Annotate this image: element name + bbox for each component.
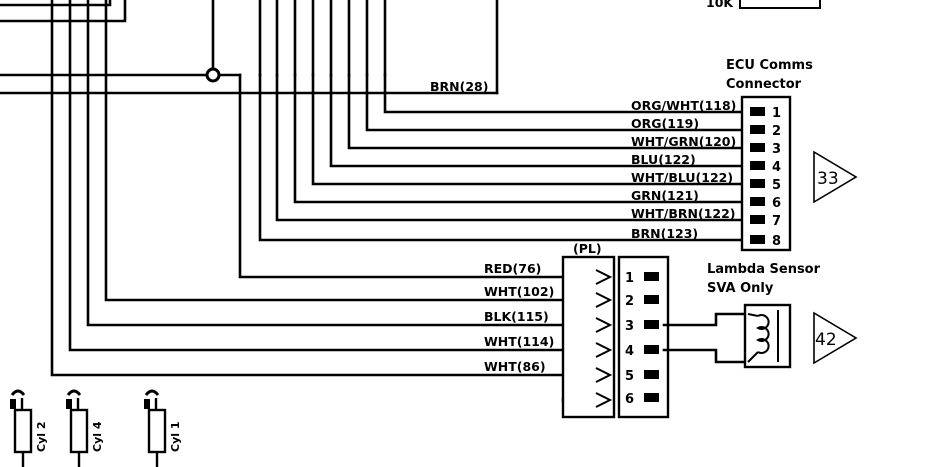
pl-wire-label: WHT(86)	[484, 359, 546, 374]
injector-icon: Cyl 1	[144, 389, 182, 467]
pl-pin-number: 2	[625, 294, 634, 309]
ecu-wire-label: ORG(119)	[631, 116, 699, 131]
pl-wire-label: RED(76)	[484, 261, 541, 276]
pl-arrow-icon	[595, 269, 613, 285]
pl-arrow-icon	[595, 342, 613, 358]
pl-wire-labels: RED(76) WHT(102) BLK(115) WHT(114) WHT(86)	[484, 261, 554, 374]
ecu-pin-terminal	[750, 125, 765, 134]
pl-arrow-icon	[595, 367, 613, 383]
pl-connector-female-half	[617, 255, 670, 419]
ecu-wire-label: WHT/BRN(122)	[631, 206, 735, 221]
splice-junction	[205, 67, 221, 83]
cylinder-label: Cyl 1	[169, 422, 182, 453]
ecu-connector-title-2: Connector	[726, 77, 802, 92]
pl-pin-number: 4	[625, 344, 634, 359]
pl-pin-number: 3	[625, 319, 634, 334]
ecu-wire-routing	[258, 73, 747, 242]
injector-icon: Cyl 2	[10, 389, 48, 467]
ecu-connector-pins: 1 2 3 4 5 6 7 8	[750, 106, 781, 249]
pl-pin-terminal	[644, 345, 659, 354]
ecu-pin-number: 7	[772, 214, 781, 229]
pl-pin-terminal	[644, 320, 659, 329]
ecu-wire-label: WHT/BLU(122)	[631, 170, 733, 185]
pl-wire-label: WHT(114)	[484, 334, 554, 349]
ecu-pin-number: 8	[772, 234, 781, 249]
ecu-pin-number: 3	[772, 142, 781, 157]
ecu-pin-terminal	[750, 235, 765, 244]
page-ref-33-text: 33	[817, 169, 839, 189]
ecu-connector-body	[740, 95, 792, 252]
pl-pin-number: 1	[625, 271, 634, 286]
injector-symbols: Cyl 2 Cyl 4 Cyl 1	[10, 389, 182, 467]
brn-28-label: BRN(28)	[430, 79, 488, 94]
injector-icon: Cyl 4	[66, 389, 104, 467]
page-ref-42: 42	[813, 311, 858, 365]
vertical-wire-bundle	[211, 0, 387, 77]
ecu-pin-number: 4	[772, 160, 781, 175]
lambda-sensor: Lambda Sensor SVA Only	[662, 262, 821, 369]
cylinder-label: Cyl 4	[91, 421, 104, 452]
pl-connector-arrows	[595, 269, 613, 408]
ecu-pin-number: 1	[772, 106, 781, 121]
pl-pin-terminal	[644, 370, 659, 379]
pl-connector: (PL) RED(76) WHT(102) BLK(115) WHT(114) WHT(…	[484, 241, 670, 419]
ecu-wire-labels: ORG/WHT(118) ORG(119) WHT/GRN(120) BLU(122)…	[631, 98, 736, 241]
resistor-10k: 10K	[706, 0, 821, 10]
pl-connector-male-half	[561, 255, 616, 419]
ecu-wire-label: ORG/WHT(118)	[631, 98, 736, 113]
cylinder-label: Cyl 2	[35, 422, 48, 453]
ecu-pin-number: 2	[772, 124, 781, 139]
ecu-comms-connector: ECU Comms Connector ORG/WHT(118) ORG(119)…	[631, 58, 813, 252]
ecu-pin-terminal	[750, 143, 765, 152]
ecu-pin-terminal	[750, 179, 765, 188]
pl-wire-label: WHT(102)	[484, 284, 554, 299]
ecu-pin-terminal	[750, 107, 765, 116]
ecu-pin-terminal	[750, 215, 765, 224]
lambda-sensor-title-2: SVA Only	[707, 281, 774, 296]
ecu-wire-label: BLU(122)	[631, 152, 696, 167]
pl-arrow-icon	[595, 317, 613, 333]
ecu-wire-label: GRN(121)	[631, 188, 699, 203]
pl-wire-label: BLK(115)	[484, 309, 549, 324]
page-ref-33-arrow	[813, 150, 858, 204]
pl-pin-number: 5	[625, 369, 634, 384]
lambda-sensor-title-1: Lambda Sensor	[707, 262, 821, 277]
ecu-pin-number: 5	[772, 178, 781, 193]
page-ref-33: 33	[813, 150, 858, 204]
pl-pin-number: 6	[625, 392, 634, 407]
page-ref-42-text: 42	[815, 330, 837, 350]
ecu-pin-terminal	[750, 197, 765, 206]
pl-arrow-icon	[595, 292, 613, 308]
left-bus-wires	[0, 0, 499, 95]
resistor-10k-label: 10K	[706, 0, 734, 10]
ecu-pin-terminal	[750, 161, 765, 170]
ecu-pin-number: 6	[772, 196, 781, 211]
pl-pin-terminal	[644, 393, 659, 402]
heater-coil-icon	[756, 314, 770, 354]
pl-pin-terminal	[644, 295, 659, 304]
ecu-connector-title-1: ECU Comms	[726, 58, 813, 73]
pl-connector-pins: 1 2 3 4 5 6	[625, 271, 659, 407]
pl-connector-title: (PL)	[573, 241, 602, 256]
pl-arrow-icon	[595, 392, 613, 408]
ecu-wire-label: WHT/GRN(120)	[631, 134, 736, 149]
page-ref-42-arrow	[813, 311, 858, 365]
ecu-wire-label: BRN(123)	[631, 226, 698, 241]
pl-pin-terminal	[644, 272, 659, 281]
